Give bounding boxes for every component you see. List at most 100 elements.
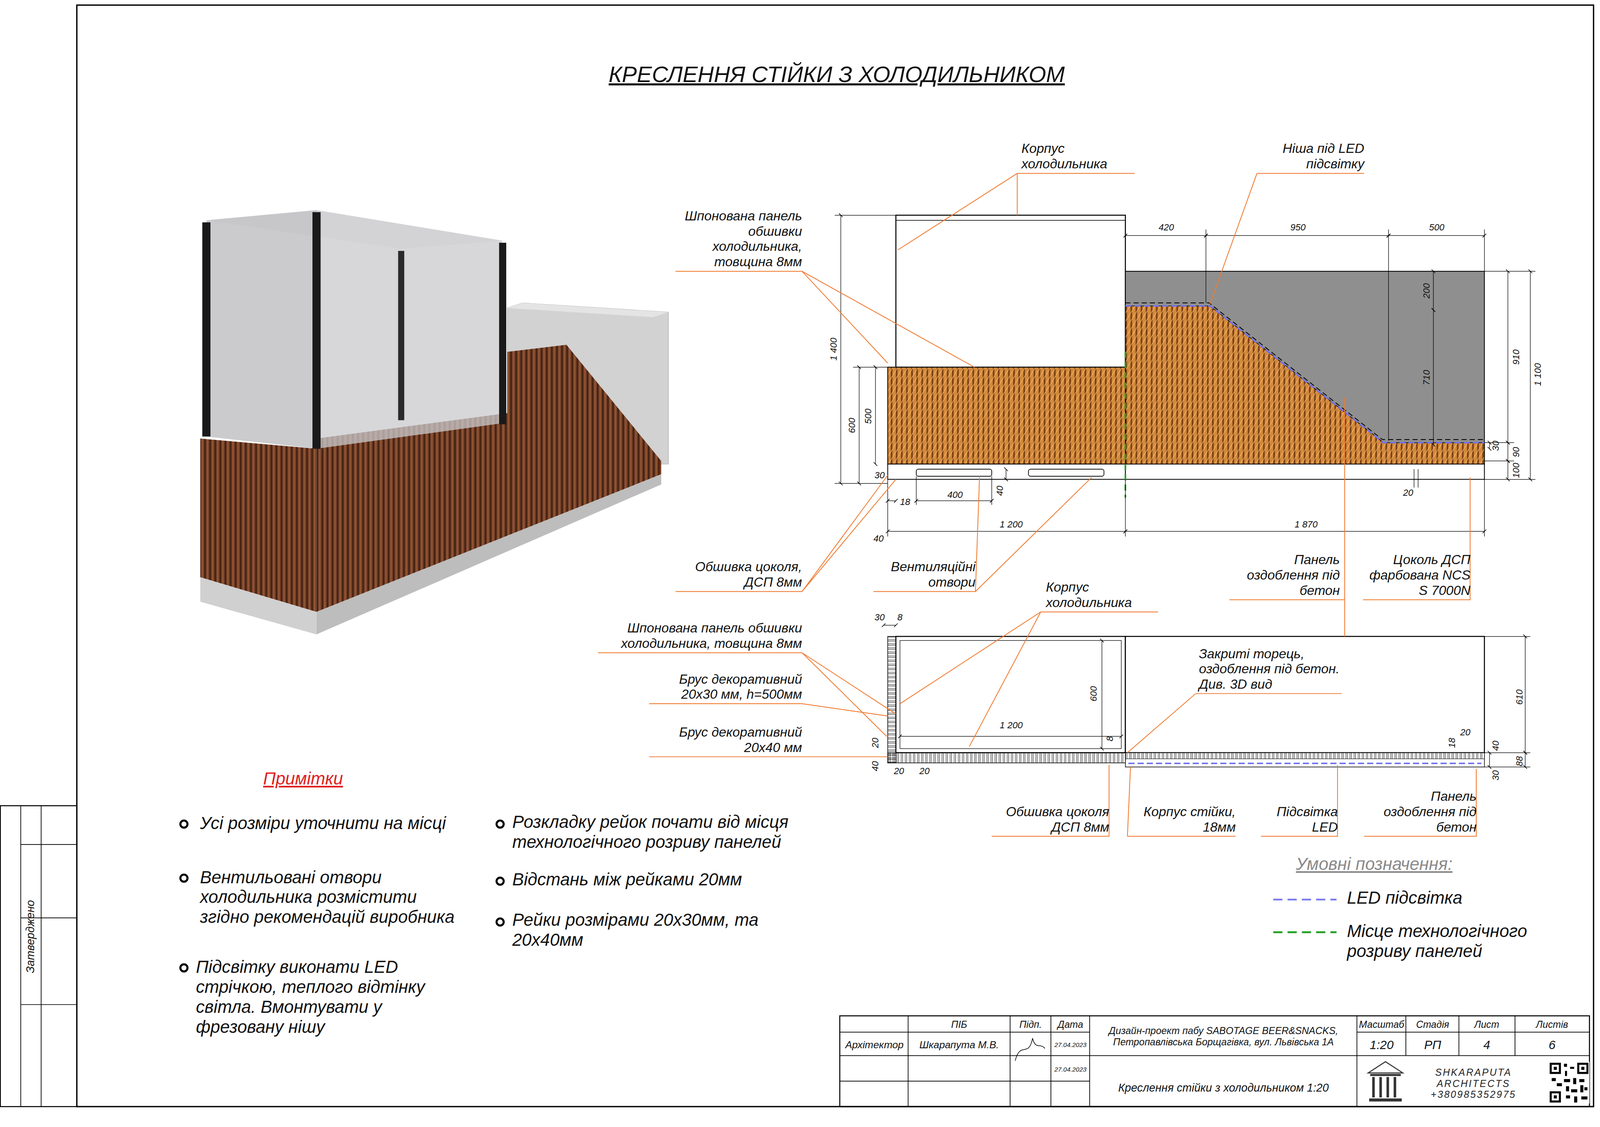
dimension: 500 <box>862 408 874 425</box>
dimension: 20 <box>870 737 881 749</box>
qr-code <box>1570 1067 1575 1070</box>
dimension-lines <box>834 215 1536 537</box>
plan-view <box>887 636 897 764</box>
dimension-lines <box>1507 271 1508 443</box>
leader-lines <box>873 477 1092 592</box>
dimension: 30 <box>1490 440 1502 452</box>
callout-label: Корпус стійки, 18мм <box>1127 804 1236 835</box>
render-3d <box>200 210 669 635</box>
elevation-view <box>895 220 1126 221</box>
callout-label: Вентиляційні отвори <box>873 559 976 590</box>
qr-code <box>1551 1093 1559 1101</box>
callout-label: Ніша під LED підсвітку <box>1262 140 1365 172</box>
dimension: 1 870 <box>1294 519 1318 530</box>
dimension-lines <box>1433 310 1434 445</box>
legend-text: Місце технологічного розриву панелей <box>1347 921 1567 962</box>
dimension-lines <box>875 367 876 465</box>
plan-view <box>900 640 1122 749</box>
callout-label: Шпонована панель обшивки холодильника, т… <box>597 620 803 651</box>
dimension-lines <box>916 476 992 505</box>
leader-lines <box>897 173 1135 250</box>
title-block-cell: 27.04.2023 <box>1054 1041 1087 1049</box>
dimension-lines <box>1530 271 1531 480</box>
dimension: 20 <box>1402 487 1414 498</box>
dimension: 710 <box>1421 370 1432 386</box>
dimension: 910 <box>1511 349 1522 365</box>
plan-view <box>1128 762 1482 765</box>
dimension-lines <box>1507 460 1508 480</box>
legend-samples <box>1273 898 1337 901</box>
render-3d <box>206 210 317 449</box>
leader-lines <box>1127 693 1342 753</box>
callout-label: Панель оздоблення під бетон <box>1364 788 1477 835</box>
plan-view <box>895 636 1126 753</box>
elevation-view <box>895 215 1126 368</box>
company-logo <box>1368 1061 1403 1102</box>
note-bullets <box>180 874 188 882</box>
dimension-lines <box>883 625 896 626</box>
title-block-cell: Листів <box>1535 1018 1568 1030</box>
dimension-lines <box>887 531 1126 532</box>
qr-code <box>1574 1096 1578 1103</box>
title-block <box>839 1015 1590 1107</box>
qr-code <box>1548 1061 1590 1104</box>
qr-code <box>1565 1095 1570 1099</box>
dimension-lines <box>1525 752 1526 768</box>
qr-code <box>1580 1085 1584 1093</box>
title-block-cell: Дата <box>1057 1018 1083 1030</box>
title-block-cell: РП <box>1424 1037 1442 1053</box>
title-block-cell: Креслення стійки з холодильником 1:20 <box>1118 1081 1329 1095</box>
elevation-view <box>1028 469 1104 477</box>
leader-lines <box>1210 173 1365 304</box>
elevation-view <box>1124 352 1127 498</box>
qr-code <box>1564 1079 1571 1083</box>
title-block-cell: Стадія <box>1416 1018 1450 1030</box>
dimension: 90 <box>1511 447 1522 458</box>
elevation-view <box>916 469 992 477</box>
elevation-view <box>887 464 1126 480</box>
elevation-view <box>887 215 1485 498</box>
company-logo <box>1370 1074 1401 1077</box>
callout-label: Панель оздоблення під бетон <box>1227 552 1340 598</box>
dimension-lines <box>1489 752 1490 768</box>
dimension: 40 <box>1490 740 1502 752</box>
qr-code <box>1564 1063 1568 1067</box>
dimension: 200 <box>1421 283 1432 299</box>
dimension: 8 <box>1105 736 1116 742</box>
leader-lines <box>675 271 975 368</box>
dimension-lines <box>1125 229 1485 441</box>
dimension: 20 <box>919 766 930 777</box>
callout-label: Обшивка цоколя ДСП 8мм <box>991 804 1110 835</box>
callout-label: Шпонована панель обшивки холодильника, т… <box>674 208 803 270</box>
leader-lines <box>1127 767 1236 837</box>
note-bullets <box>496 877 504 885</box>
dimension: 20 <box>1460 727 1471 738</box>
dimension: 8 <box>897 612 903 623</box>
dimension: 40 <box>873 533 884 544</box>
dimension: 88 <box>1514 756 1525 767</box>
title-block <box>1015 1038 1045 1061</box>
leader-lines <box>900 612 1158 747</box>
title-block-cell: ПІБ <box>951 1018 968 1030</box>
render-3d <box>316 474 662 635</box>
qr-code <box>1571 1089 1578 1093</box>
callout-label: Цоколь ДСП фарбована NCS S 7000N <box>1363 552 1471 598</box>
dimension: 950 <box>1290 222 1306 233</box>
leader-lines <box>1362 477 1470 600</box>
dimension-lines <box>883 625 1531 768</box>
callout-label: Закриті торець, оздоблення під бетон. Ди… <box>1199 646 1343 693</box>
dimension-lines <box>887 479 1485 537</box>
elevation-view <box>887 367 1126 465</box>
dimension-lines <box>1489 442 1490 449</box>
qr-code <box>1553 1095 1557 1099</box>
qr-code <box>1581 1096 1588 1100</box>
note-text: Підсвітку виконати LED стрічкою, теплого… <box>195 957 464 1037</box>
dimension: 18 <box>1446 737 1458 749</box>
qr-code <box>1548 1061 1590 1104</box>
plan-view <box>1125 636 1485 753</box>
callout-label: Підсвітка LED <box>1261 804 1338 835</box>
title-block-cell: Архітектор <box>845 1039 904 1051</box>
dimension: 40 <box>870 761 881 772</box>
leader-lines <box>1229 397 1345 637</box>
sheet-frame <box>20 805 78 1107</box>
